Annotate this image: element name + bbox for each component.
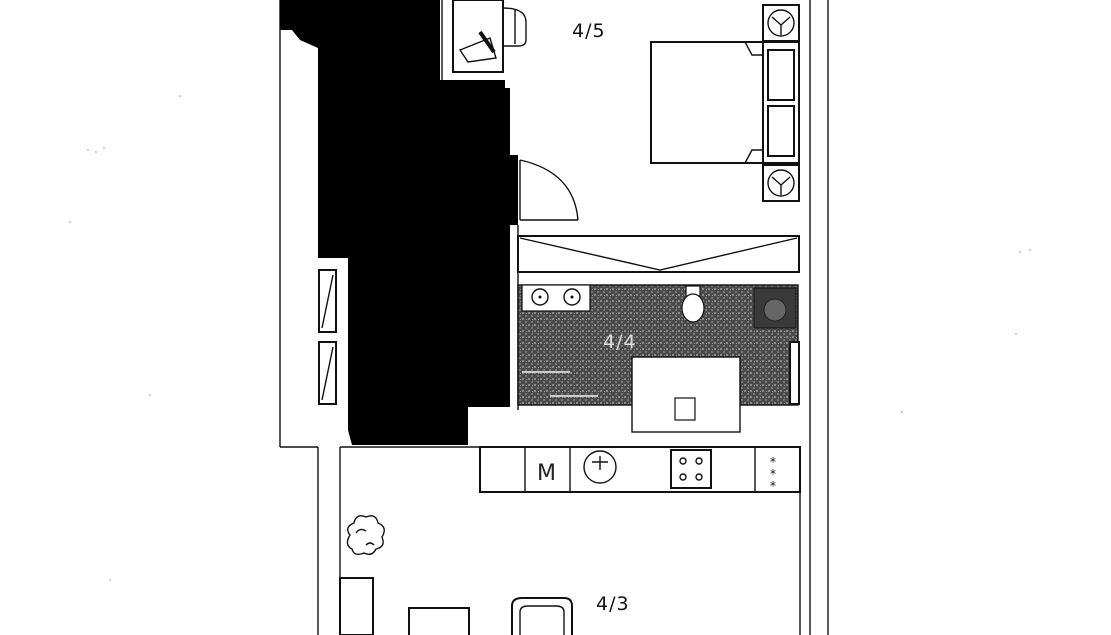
double-sink-icon xyxy=(521,284,591,312)
kitchen-counter: M * * * xyxy=(479,446,801,493)
cooktop-icon xyxy=(670,449,712,489)
plant-icon xyxy=(346,515,385,556)
toilet-icon xyxy=(681,285,705,323)
solid-core-area xyxy=(280,0,518,445)
svg-text:*: * xyxy=(770,479,776,493)
washing-machine-label: M xyxy=(537,461,556,486)
desk-lamp-icon xyxy=(458,30,497,63)
svg-text:*: * xyxy=(770,467,776,481)
armchair-icon xyxy=(511,597,573,635)
svg-text:*: * xyxy=(770,455,776,469)
living-room: M * * * xyxy=(339,446,801,635)
sideboard xyxy=(339,577,374,635)
bedroom: 4/5 xyxy=(441,0,800,410)
window-left-lower xyxy=(318,341,337,405)
room-label-bathroom: 4/4 xyxy=(603,331,637,353)
desk-chair-icon xyxy=(502,7,527,47)
room-label-living: 4/3 xyxy=(596,593,630,615)
bedroom-door-icon xyxy=(519,159,579,221)
washbasin-corner-icon xyxy=(753,287,797,329)
wardrobe xyxy=(517,235,800,273)
nightstand-bottom xyxy=(762,164,800,202)
window-left-upper xyxy=(318,269,337,333)
kitchen-sink-icon xyxy=(583,450,617,484)
scan-noise xyxy=(69,95,1031,581)
table xyxy=(408,607,470,635)
nightstand-top xyxy=(762,4,800,42)
double-bed xyxy=(650,41,800,164)
room-label-bedroom: 4/5 xyxy=(572,20,606,42)
shower-drain-icon xyxy=(674,397,696,421)
exterior-walls xyxy=(279,0,829,635)
fridge-icon: * * * xyxy=(770,455,776,493)
bathroom: 4/4 xyxy=(517,284,799,433)
shower-tray xyxy=(631,356,741,433)
window-right xyxy=(789,341,800,405)
